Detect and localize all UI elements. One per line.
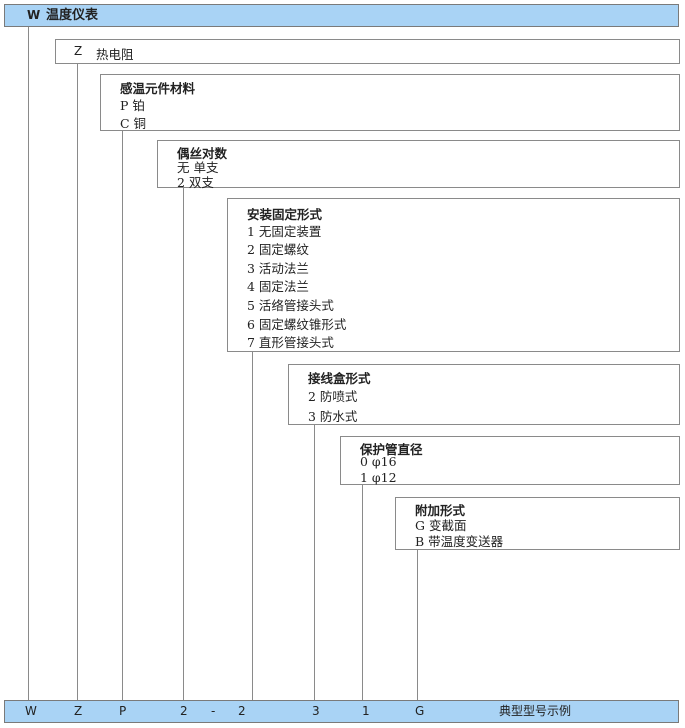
example-code: 2 (238, 704, 246, 718)
box-junction-box: 接线盒形式 2 防喷式 3 防水式 (288, 364, 680, 425)
example-code: 3 (312, 704, 320, 718)
example-code: - (211, 704, 216, 718)
section-title: 感温元件材料 (120, 81, 196, 96)
box-mounting-type: 安装固定形式 1 无固定装置 2 固定螺纹 3 活动法兰 4 固定法兰 5 活络… (227, 198, 680, 352)
connector-line-3 (314, 425, 315, 700)
example-bar: W Z P 2 - 2 3 1 G 典型型号示例 (4, 700, 679, 723)
list-item: B 带温度变送器 (415, 534, 504, 549)
list-item: 5 活络管接头式 (247, 298, 334, 313)
box-wire-pairs: 偶丝对数 无 单支 2 双支 (157, 140, 680, 190)
example-code: 2 (180, 704, 188, 718)
connector-line-2b (252, 352, 253, 700)
section-title: 接线盒形式 (308, 371, 371, 386)
example-code: G (415, 704, 425, 718)
list-item: 1 无固定装置 (247, 224, 322, 239)
list-item: 2 固定螺纹 (247, 242, 309, 257)
connector-line-p (122, 131, 123, 700)
connector-line-w (28, 27, 29, 700)
list-item: 2 双支 (177, 175, 214, 190)
connector-line-g (417, 550, 418, 700)
example-code: 1 (362, 704, 370, 718)
header-title: 温度仪表 (46, 8, 99, 23)
list-item: P 铂 (120, 98, 145, 113)
connector-line-2a (183, 188, 184, 700)
section-title: 偶丝对数 (177, 146, 228, 161)
list-item: 无 单支 (177, 160, 219, 175)
example-code: Z (74, 704, 83, 718)
header-bar: W 温度仪表 (4, 4, 679, 27)
connector-line-z (77, 64, 78, 700)
section-title: 附加形式 (415, 503, 466, 518)
list-item: 7 直形管接头式 (247, 335, 334, 350)
list-item: G 变截面 (415, 518, 467, 533)
list-item: C 铜 (120, 116, 147, 131)
box-tube-diameter: 保护管直径 0 φ16 1 φ12 (340, 436, 680, 485)
example-code: W (25, 704, 37, 718)
list-item: 4 固定法兰 (247, 279, 309, 294)
connector-line-1 (362, 485, 363, 700)
box-sensing-material: 感温元件材料 P 铂 C 铜 (100, 74, 680, 131)
header-code: W (27, 8, 41, 22)
example-label: 典型型号示例 (499, 704, 572, 718)
list-item: 3 防水式 (308, 409, 358, 424)
list-item: 6 固定螺纹锥形式 (247, 317, 347, 332)
list-item: 2 防喷式 (308, 389, 358, 404)
list-item: 1 φ12 (360, 470, 397, 485)
example-code: P (119, 704, 127, 718)
box-additional-type: 附加形式 G 变截面 B 带温度变送器 (395, 497, 680, 550)
section-title: 保护管直径 (360, 442, 423, 457)
list-item: 0 φ16 (360, 454, 397, 469)
z-title: 热电阻 (96, 47, 134, 62)
section-title: 安装固定形式 (247, 207, 323, 222)
z-code: Z (74, 44, 83, 58)
box-resistance-type: Z 热电阻 (55, 39, 680, 64)
list-item: 3 活动法兰 (247, 261, 309, 276)
